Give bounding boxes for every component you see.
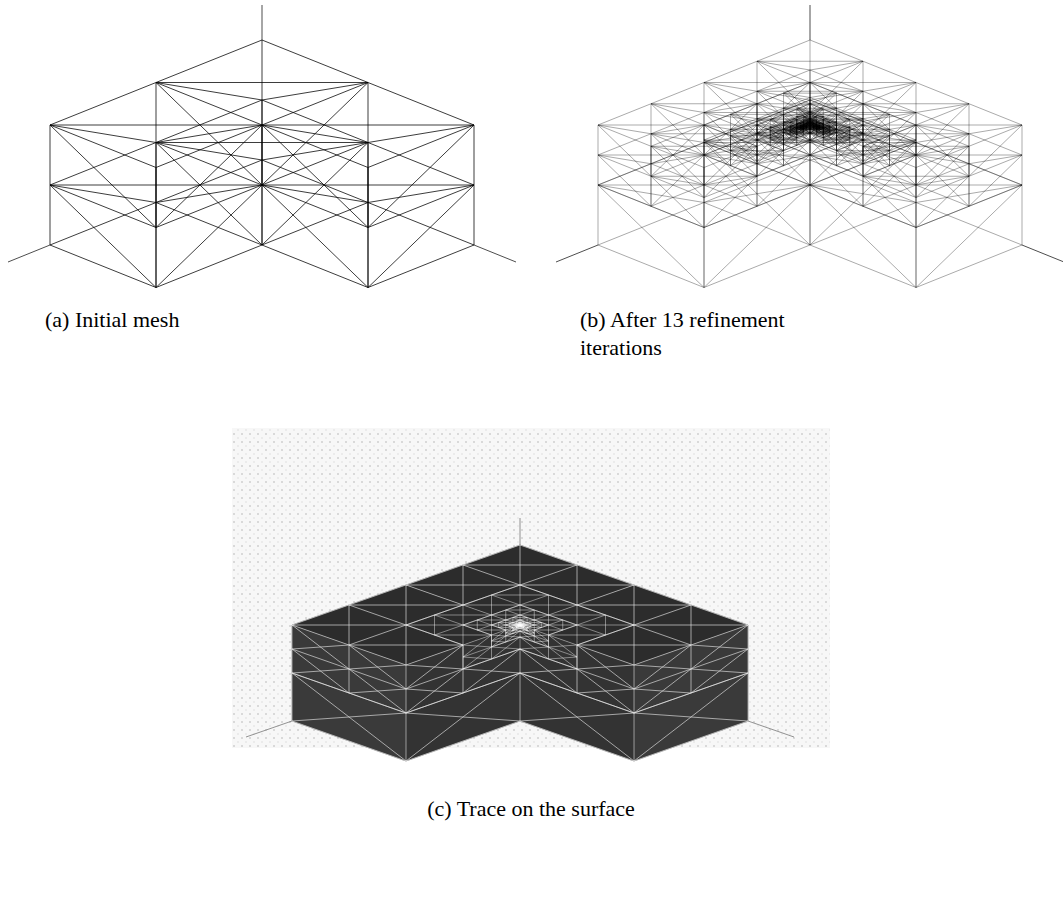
subfigure-caption: (a) Initial mesh <box>45 306 345 334</box>
surface-mesh-fine <box>406 585 634 669</box>
axis-line <box>474 245 516 262</box>
initial-mesh <box>8 5 516 288</box>
mesh-edges <box>50 40 474 288</box>
axis-line <box>810 5 811 40</box>
surface-mesh <box>292 545 748 761</box>
axis-line <box>262 5 263 40</box>
mesh-edges <box>598 40 1022 288</box>
axis-line <box>1022 245 1063 262</box>
caption-box: (c) Trace on the surface <box>331 795 731 823</box>
caption-box: (b) After 13 refinement iterations <box>580 306 865 361</box>
subfigure-caption: (c) Trace on the surface <box>331 795 731 823</box>
subfigure-caption: (b) After 13 refinement iterations <box>580 306 865 361</box>
axis-line <box>8 245 50 262</box>
refined-mesh <box>556 5 1063 288</box>
caption-box: (a) Initial mesh <box>45 306 345 334</box>
axis-line <box>520 518 521 545</box>
axis-line <box>556 245 598 262</box>
surface-trace <box>246 518 794 761</box>
axis-line <box>748 721 794 737</box>
axis-line <box>246 721 292 737</box>
